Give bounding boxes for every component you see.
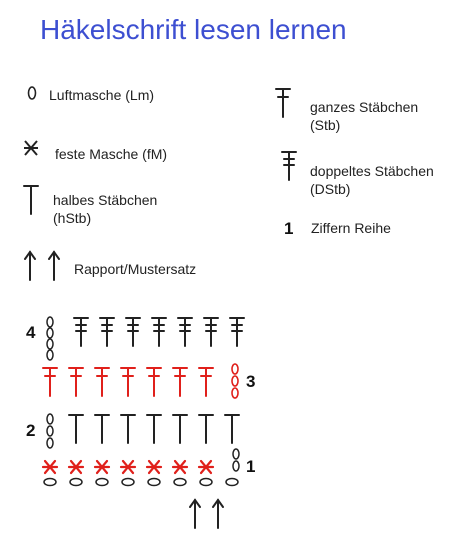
- repeat-arrows-icon: [24, 251, 60, 281]
- legend-label-double-crochet-abbr: (Stb): [310, 117, 341, 133]
- double-crochet-icon: [275, 88, 291, 118]
- legend-label-row-number: Ziffern Reihe: [311, 220, 391, 236]
- chart-row-2: [46, 413, 240, 449]
- single-crochet-icon: [24, 140, 38, 156]
- row-number-3: 3: [246, 372, 256, 391]
- legend-label-double-crochet: ganzes Stäbchen: [310, 99, 419, 115]
- legend-label-treble: doppeltes Stäbchen: [310, 163, 434, 179]
- row-number-1: 1: [246, 457, 256, 476]
- half-double-icon: [23, 185, 39, 215]
- chart-row-1: [41, 448, 240, 475]
- chain-icon: [27, 86, 37, 100]
- turning-chain-row-1: [232, 448, 240, 472]
- page-title: Häkelschrift lesen lernen: [40, 14, 347, 45]
- legend-label-half-double-abbr: (hStb): [53, 210, 92, 226]
- row-number-2: 2: [26, 421, 36, 440]
- repeat-arrows-chart: [189, 499, 224, 529]
- legend-row-number-sample: 1: [284, 219, 294, 238]
- legend-label-chain: Luftmasche (Lm): [49, 87, 155, 103]
- turning-chain-row-3: [231, 363, 239, 399]
- chart-row-3: [42, 363, 239, 399]
- turning-chain-row-4: [46, 316, 54, 361]
- legend-label-treble-abbr: (DStb): [310, 181, 351, 197]
- legend-label-single-crochet: feste Masche (fM): [55, 146, 168, 162]
- chart-row-4: [46, 316, 245, 361]
- turning-chain-row-2: [46, 413, 54, 449]
- legend-label-repeat: Rapport/Mustersatz: [74, 261, 197, 277]
- foundation-chain: [43, 477, 239, 487]
- treble-crochet-icon: [281, 151, 297, 181]
- row-number-4: 4: [26, 323, 36, 342]
- legend-label-half-double: halbes Stäbchen: [53, 192, 158, 208]
